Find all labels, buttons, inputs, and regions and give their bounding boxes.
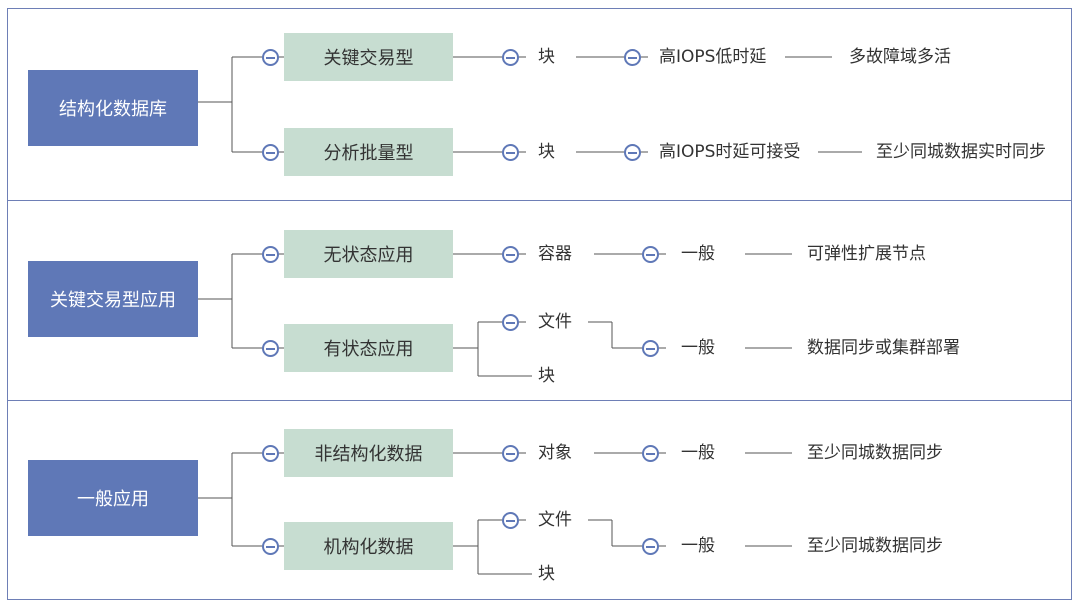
root-node: 结构化数据库 <box>28 70 198 146</box>
solution-label: 可弹性扩展节点 <box>807 244 926 264</box>
requirement-label: 高IOPS时延可接受 <box>659 142 801 162</box>
minus-circle-icon[interactable] <box>502 49 519 66</box>
category-node: 机构化数据 <box>284 522 453 570</box>
storage-type-label: 块 <box>538 564 555 584</box>
storage-type-label: 块 <box>538 142 555 162</box>
category-node: 分析批量型 <box>284 128 453 176</box>
solution-label: 数据同步或集群部署 <box>807 338 960 358</box>
root-node: 一般应用 <box>28 460 198 536</box>
minus-circle-icon[interactable] <box>502 144 519 161</box>
storage-type-label: 文件 <box>538 312 572 332</box>
requirement-label: 一般 <box>681 244 715 264</box>
solution-label: 至少同城数据实时同步 <box>876 142 1046 162</box>
minus-circle-icon[interactable] <box>624 144 641 161</box>
solution-label: 至少同城数据同步 <box>807 443 943 463</box>
minus-circle-icon[interactable] <box>642 246 659 263</box>
minus-circle-icon[interactable] <box>502 246 519 263</box>
category-node: 关键交易型 <box>284 33 453 81</box>
storage-type-label: 块 <box>538 47 555 67</box>
section-general-apps <box>7 400 1072 600</box>
minus-circle-icon[interactable] <box>502 314 519 331</box>
requirement-label: 一般 <box>681 536 715 556</box>
minus-circle-icon[interactable] <box>502 445 519 462</box>
root-node: 关键交易型应用 <box>28 261 198 337</box>
solution-label: 多故障域多活 <box>849 47 951 67</box>
minus-circle-icon[interactable] <box>262 445 279 462</box>
requirement-label: 一般 <box>681 443 715 463</box>
storage-type-label: 文件 <box>538 510 572 530</box>
minus-circle-icon[interactable] <box>262 340 279 357</box>
minus-circle-icon[interactable] <box>262 246 279 263</box>
requirement-label: 一般 <box>681 338 715 358</box>
category-node: 无状态应用 <box>284 230 453 278</box>
minus-circle-icon[interactable] <box>262 49 279 66</box>
minus-circle-icon[interactable] <box>642 538 659 555</box>
minus-circle-icon[interactable] <box>502 512 519 529</box>
minus-circle-icon[interactable] <box>262 144 279 161</box>
category-node: 有状态应用 <box>284 324 453 372</box>
minus-circle-icon[interactable] <box>262 538 279 555</box>
minus-circle-icon[interactable] <box>642 340 659 357</box>
storage-type-label: 块 <box>538 366 555 386</box>
storage-type-label: 容器 <box>538 244 572 264</box>
category-node: 非结构化数据 <box>284 429 453 477</box>
requirement-label: 高IOPS低时延 <box>659 47 767 67</box>
solution-label: 至少同城数据同步 <box>807 536 943 556</box>
minus-circle-icon[interactable] <box>642 445 659 462</box>
minus-circle-icon[interactable] <box>624 49 641 66</box>
storage-type-label: 对象 <box>538 443 572 463</box>
